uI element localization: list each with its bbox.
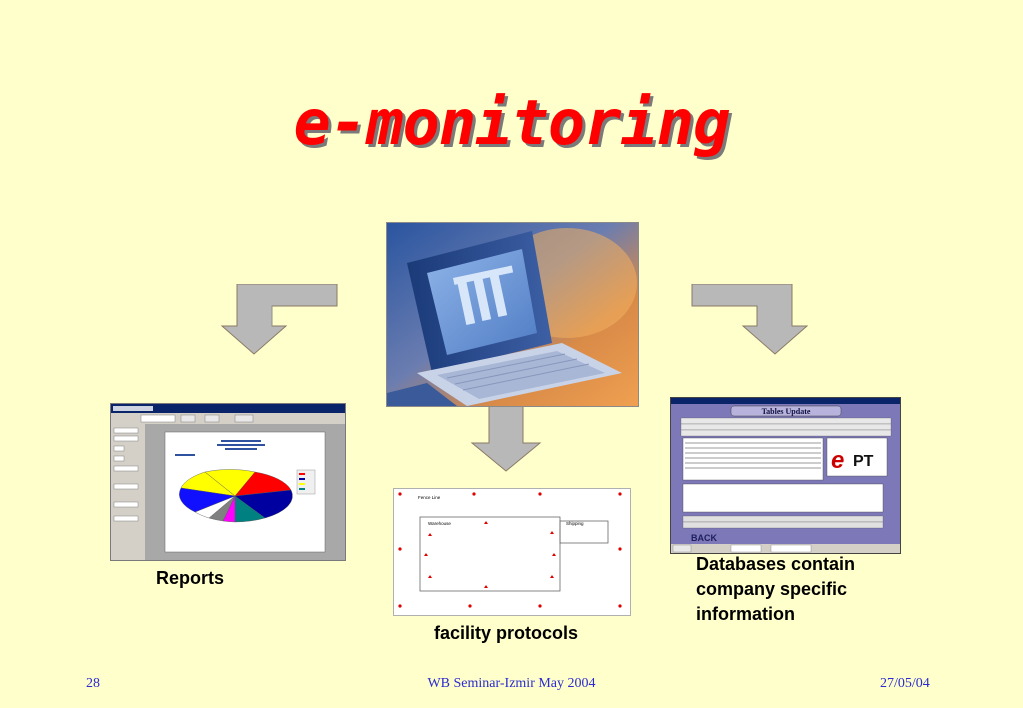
footer-page-number: 28 — [86, 676, 100, 691]
facility-protocols-caption: facility protocols — [434, 623, 579, 643]
back-label: BACK — [691, 533, 717, 543]
down-arrow-icon — [470, 405, 542, 472]
databases-caption-line-2: company specific — [696, 579, 848, 599]
databases-caption-line-3: information — [696, 604, 795, 624]
footer-center-text: WB Seminar-Izmir May 2004 — [427, 676, 596, 691]
databases-caption: Databases contain company specific infor… — [696, 552, 896, 627]
slide-title: e-monitoring — [293, 86, 731, 159]
facility-diagram: Fence Line Warehouse Shipping — [393, 488, 631, 616]
right-arrow-icon — [691, 284, 809, 355]
warehouse-label: Warehouse — [428, 521, 451, 526]
ept-logo: PT — [853, 453, 874, 470]
tables-update-header: Tables Update — [762, 407, 811, 416]
svg-text:e: e — [831, 447, 844, 474]
fence-line-label: Fence Line — [418, 495, 441, 500]
reports-caption: Reports — [156, 568, 225, 588]
computer-photo — [386, 222, 639, 407]
footer-date: 27/05/04 — [880, 676, 930, 691]
reports-screenshot — [110, 403, 346, 561]
database-screenshot: Tables Update e PT BACK — [670, 397, 901, 554]
databases-caption-line-1: Databases contain — [696, 554, 856, 574]
left-arrow-icon — [220, 284, 338, 355]
shipping-label: Shipping — [566, 521, 584, 526]
